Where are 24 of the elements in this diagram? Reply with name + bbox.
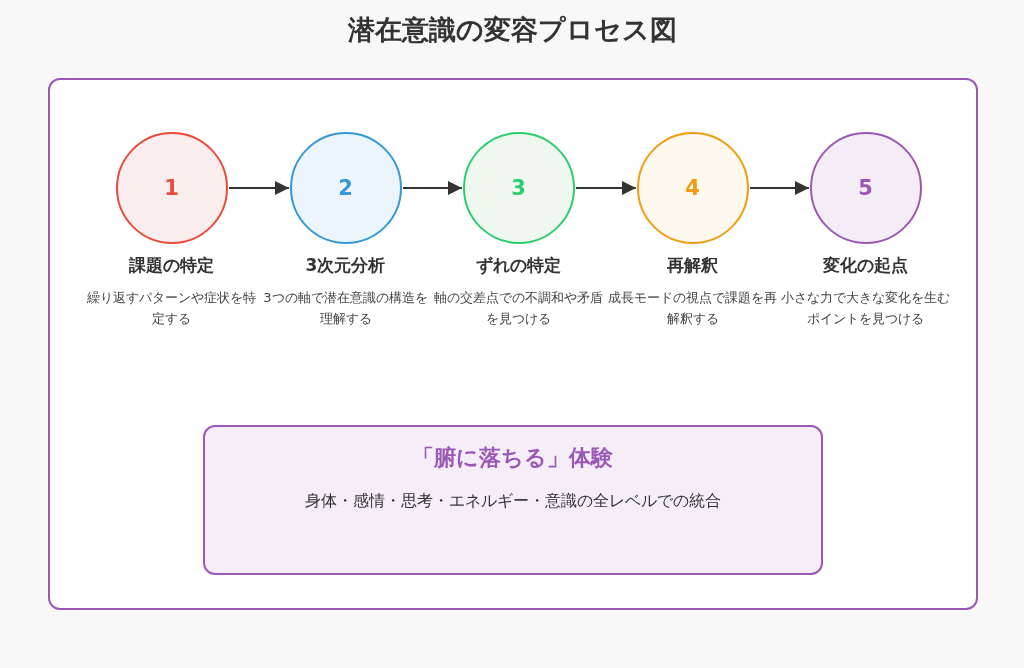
arrow <box>749 181 810 195</box>
step-description: 3つの軸で潜在意識の構造を理解する <box>262 288 429 328</box>
box-text: 身体・感情・思考・エネルギー・意識の全レベルでの統合 <box>304 490 721 512</box>
step-heading: 課題の特定 <box>128 253 215 277</box>
step-number: 5 <box>858 175 873 200</box>
arrow <box>228 181 290 195</box>
arrow <box>575 181 637 195</box>
diagram-title: 潜在意識の変容プロセス図 <box>346 13 678 47</box>
step-number: 1 <box>164 175 179 200</box>
step-number: 3 <box>511 175 526 200</box>
step-heading: ずれの特定 <box>475 253 562 277</box>
result-box <box>202 424 823 575</box>
step-heading: 再解釈 <box>666 253 719 277</box>
box-heading: 「腑に落ちる」体験 <box>412 443 613 472</box>
step-description: 小さな力で大きな変化を生むポイントを見つける <box>780 288 951 328</box>
step-description: 成長モードの視点で課題を再解釈する <box>607 288 778 328</box>
step-description: 軸の交差点での不調和や矛盾を見つける <box>433 288 604 328</box>
arrow <box>402 181 463 195</box>
frame-panel <box>48 78 978 610</box>
step-heading: 変化の起点 <box>822 253 909 277</box>
step-heading: 3次元分析 <box>304 253 387 277</box>
step-number: 2 <box>338 175 353 200</box>
step-number: 4 <box>685 175 700 200</box>
step-description: 繰り返すパターンや症状を特定する <box>86 288 257 328</box>
